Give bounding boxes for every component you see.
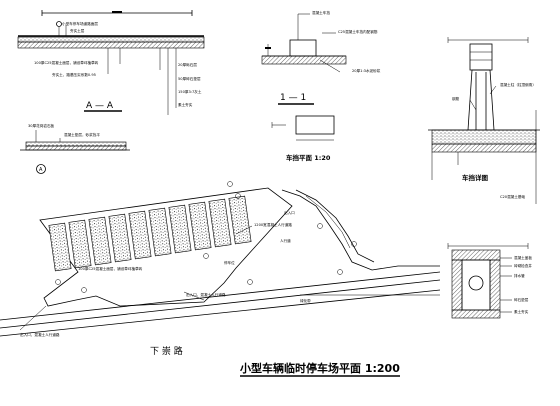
drain-callout-3: 排水管	[514, 273, 525, 278]
drain-callout-1: 混凝土盖板	[514, 255, 532, 260]
road-label: 下 崇 路	[150, 345, 183, 357]
base-layer	[17, 41, 205, 49]
stop-post-top	[469, 43, 493, 71]
section-aa-label: A — A	[86, 101, 114, 111]
parking-site-plan: 出入口 1200宽混凝土人行道路 人行道 100厚C25混凝土面层，铺设草坪植草…	[0, 181, 441, 357]
small-callout-1: 30厚花岗岩石板	[28, 123, 55, 128]
parking-stalls	[48, 195, 252, 272]
curb-stop-section: 混凝土柱（柱顶倒角） 钢筋 C20混凝土基础 车挡详图	[428, 37, 540, 204]
section-11-callout-1: 混凝土车挡	[312, 10, 330, 15]
section-11-callout-3: 20厚1:3水泥砂浆	[352, 68, 381, 73]
parking-lot-boundary	[39, 187, 293, 307]
section-aa-detail: 小型车停车场道路面层 夯实土层 100厚C25混凝土面层，铺设草坪植草砖 夯实土…	[17, 10, 205, 115]
drawing-title-block: 小型车辆临时停车场平面 1:200	[239, 361, 400, 377]
stop-plan-label: 车挡平面 1:20	[286, 153, 331, 162]
section-11-label: 1 — 1	[280, 93, 306, 103]
callout-top-1: 小型车停车场道路面层	[62, 21, 98, 26]
section-marker-icon	[56, 21, 62, 27]
callout-right-2: 50厚碎石垫层	[178, 76, 201, 81]
road-edge-top	[0, 279, 441, 329]
stop-callout-1: 混凝土柱（柱顶倒角）	[500, 82, 536, 87]
drain-callout-2: 砖砌检查井	[514, 263, 532, 268]
section-11-callout-2: C25混凝土车挡内配钢筋	[338, 29, 378, 34]
curb-block	[289, 39, 317, 57]
callout-left-2: 夯实土，路基压实系数0.95	[52, 72, 96, 77]
plan-callout-surface: 100厚C25混凝土面层，铺设草坪植草砖	[78, 266, 143, 271]
tree-marks	[55, 181, 357, 293]
stop-callout-3: C20混凝土基础	[500, 194, 525, 199]
plan-callout-green: 绿化带	[300, 298, 311, 303]
callout-right-4: 素土夯实	[178, 102, 193, 107]
plan-callout-entry-right: 出入口，混凝土人行道路	[186, 292, 226, 297]
small-callout-2: 混凝土垫层，砂浆找平	[64, 132, 100, 137]
plan-callout-entry-left: 出入口，混凝土人行道路	[20, 332, 60, 337]
stop-block-plan	[295, 115, 335, 135]
plan-callout-stall: 停车位	[224, 260, 235, 265]
callout-left-1: 100厚C25混凝土面层，铺设草坪植草砖	[34, 60, 99, 65]
plan-marker-a-icon	[36, 164, 46, 174]
stop-callout-2: 钢筋	[452, 96, 460, 101]
section-11-detail: 混凝土车挡 C25混凝土车挡内配钢筋 20厚1:3水泥砂浆 1 — 1	[261, 10, 381, 105]
stop-foundation	[431, 129, 537, 145]
main-title: 小型车辆临时停车场平面 1:200	[239, 361, 400, 375]
plan-marker-a: A	[39, 167, 43, 173]
plan-callout-walkway: 1200宽混凝土人行道路	[254, 222, 292, 227]
plan-callout-sidewalk: 人行道	[280, 238, 291, 243]
stop-section-label: 车挡详图	[462, 173, 489, 182]
pavement-layer	[17, 36, 205, 43]
plan-callout-entrance: 出入口	[284, 210, 295, 215]
callout-top-2: 夯实土层	[70, 28, 85, 33]
inspection-well	[461, 259, 491, 311]
stop-post-body	[467, 69, 495, 131]
small-paving-detail: 30厚花岗岩石板 混凝土垫层，砂浆找平 A	[20, 123, 130, 174]
drain-callout-5: 素土夯实	[514, 309, 529, 314]
callout-right-3: 150厚3:7灰土	[178, 89, 202, 94]
curb-stop-plan: 车挡平面 1:20	[271, 115, 335, 162]
pipe-icon	[468, 275, 484, 291]
drain-callout-4: 碎石垫层	[514, 297, 529, 302]
callout-right-1: 20厚砾石层	[178, 62, 197, 67]
drainage-detail: 混凝土盖板 砖砌检查井 排水管 碎石垫层 素土夯实	[447, 243, 532, 319]
